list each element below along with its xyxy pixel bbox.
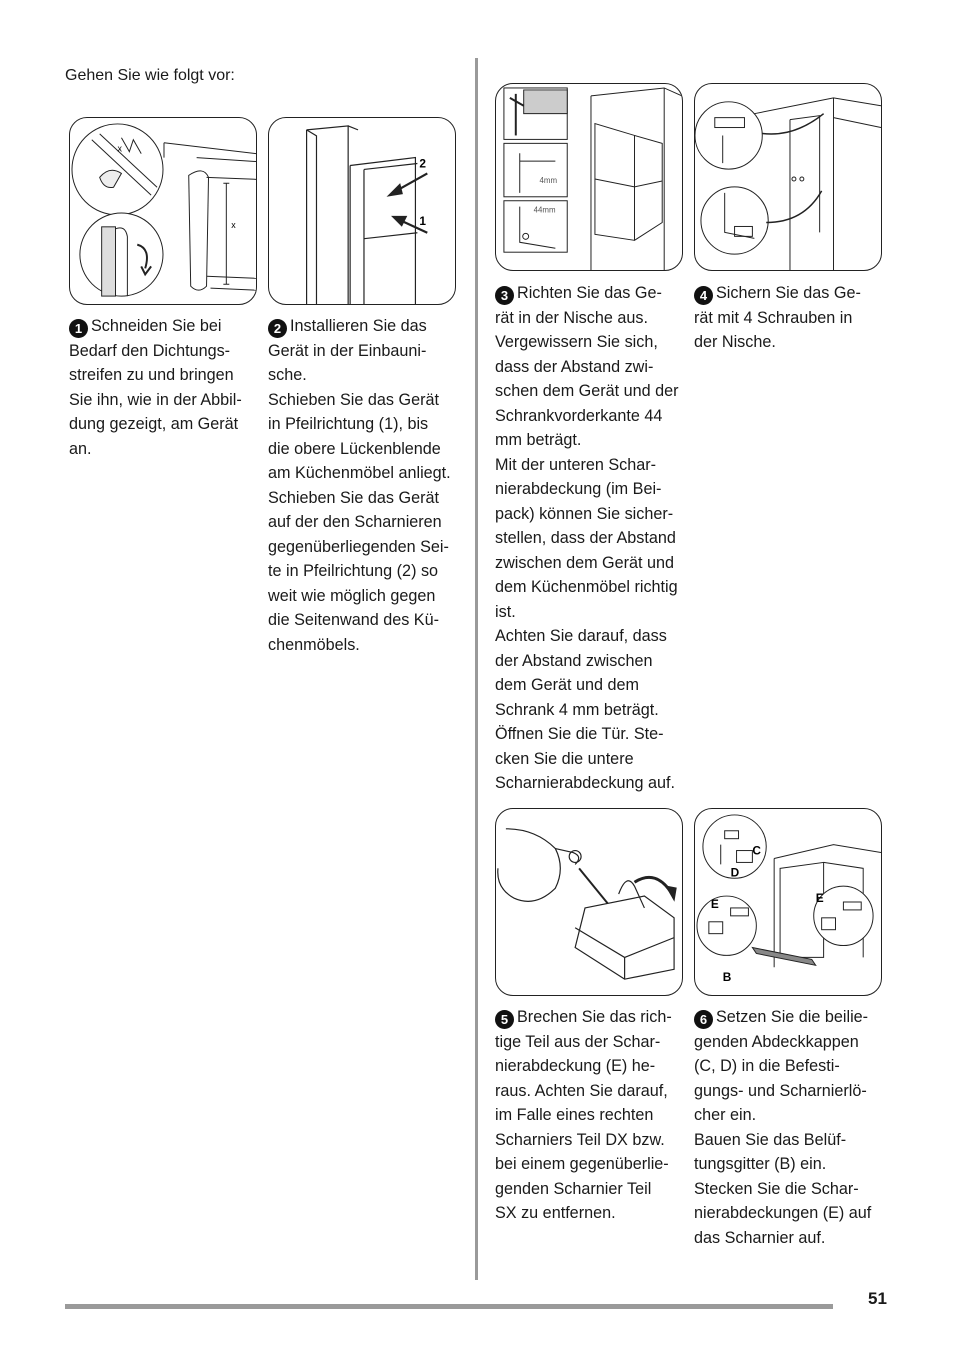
- step-1-number-badge: 1: [69, 319, 88, 338]
- figure-3-align-appliance: 4mm 44mm: [495, 83, 683, 271]
- figure-5-break-hinge-cover: [495, 808, 683, 996]
- figure-6-label-d: D: [731, 865, 740, 879]
- step-4-number-badge: 4: [694, 286, 713, 305]
- footer-rule: [65, 1304, 833, 1309]
- figure-2-illustration: 2 1: [306, 125, 428, 304]
- figure-6-label-e-left: E: [711, 897, 719, 911]
- figure-6-caps-and-grille: C D E E B: [694, 808, 882, 996]
- column-divider: [475, 58, 478, 1280]
- figure-4-screw-fixing: [694, 83, 882, 271]
- figure-2-arrow-label-2: 2: [419, 156, 426, 170]
- figure-1-label-x: x: [231, 220, 236, 230]
- intro-text: Gehen Sie wie folgt vor:: [65, 67, 235, 84]
- step-6-number-badge: 6: [694, 1010, 713, 1029]
- figure-1-label-x-small: x: [117, 144, 122, 154]
- step-5-number-badge: 5: [495, 1010, 514, 1029]
- figure-6-illustration: C D E E B: [696, 814, 881, 984]
- figure-3-label-4mm: 4mm: [540, 176, 558, 185]
- figure-3-illustration: 4mm 44mm: [503, 87, 682, 270]
- step-2-number-badge: 2: [268, 319, 287, 338]
- step-3-number-badge: 3: [495, 286, 514, 305]
- figure-3-label-44mm: 44mm: [534, 206, 556, 215]
- figure-2-arrow-label-1: 1: [419, 214, 426, 228]
- figure-6-label-c: C: [752, 844, 761, 858]
- figure-1-seal-strip: x x: [69, 117, 257, 305]
- figure-2-install-niche: 2 1: [268, 117, 456, 305]
- figure-4-illustration: [695, 97, 881, 270]
- figure-6-label-b: B: [723, 970, 732, 984]
- figure-6-label-e-right: E: [816, 891, 824, 905]
- figure-5-illustration: [497, 828, 677, 980]
- page-number: 51: [868, 1289, 887, 1308]
- figure-1-illustration: x x: [71, 123, 256, 297]
